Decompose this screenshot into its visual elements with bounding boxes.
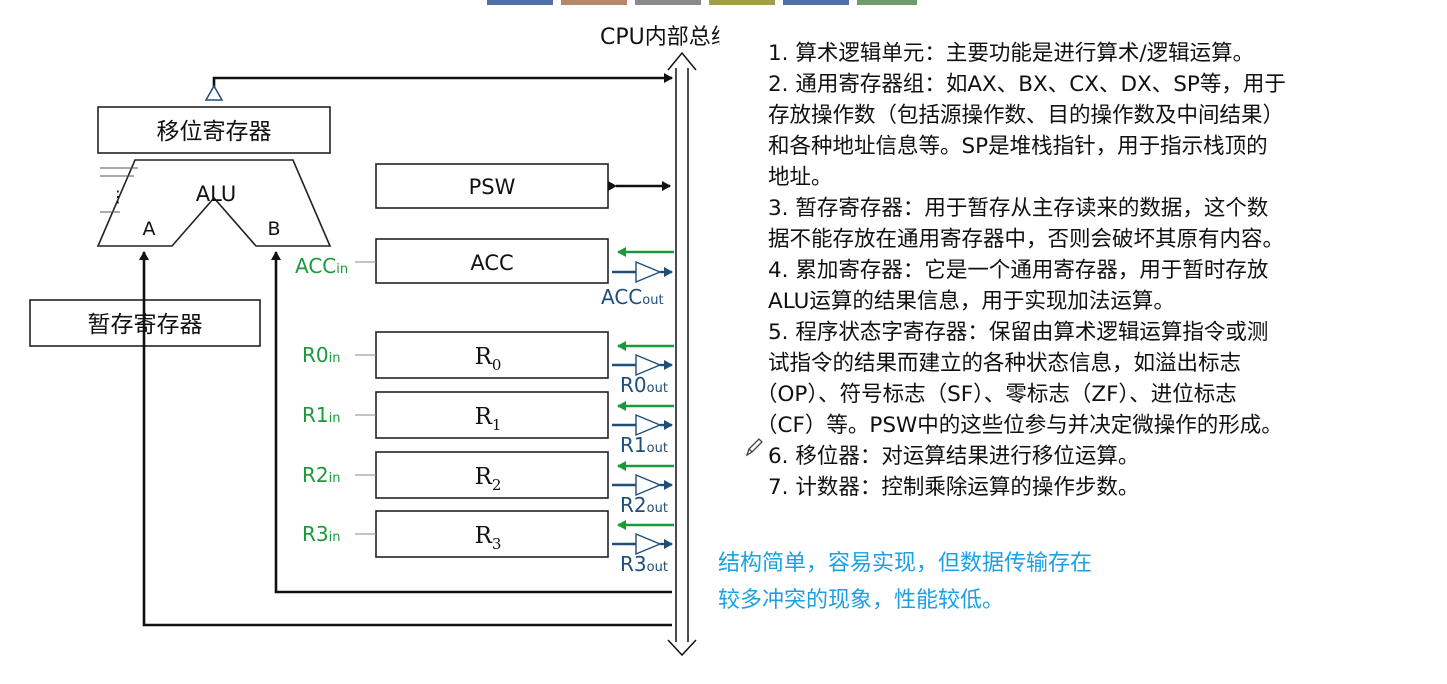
description-line: （CF）等。PSW中的这些位参与并决定微操作的形成。 xyxy=(756,413,1283,438)
register-r0-out-buffer xyxy=(612,353,673,377)
bus-to-alu-a-wire xyxy=(139,251,672,627)
acc-label: ACC xyxy=(470,251,513,275)
register-r2-out-buffer xyxy=(612,473,673,497)
register-r3-block xyxy=(375,510,609,558)
alu-port-b: B xyxy=(267,218,280,240)
bus-to-alu-b-wire xyxy=(271,251,672,594)
register-r0-in-label: R0in xyxy=(302,343,340,367)
register-r2-label: R2 xyxy=(475,464,502,494)
register-r0-block xyxy=(375,331,609,379)
register-r1-out-buffer xyxy=(612,413,673,437)
psw-label: PSW xyxy=(469,175,516,199)
description-line: 存放操作数（包括源操作数、目的操作数及中间结果） xyxy=(768,103,1285,128)
description-line: 地址。 xyxy=(768,165,833,190)
register-r3-out-label: R3out xyxy=(620,552,668,576)
description-line: 3. 暂存寄存器：用于暂存从主存读来的数据，这个数 xyxy=(768,196,1269,221)
register-r2-block xyxy=(375,451,609,499)
register-r1-out-label: R1out xyxy=(620,433,668,457)
register-r3-in-label: R3in xyxy=(302,522,340,546)
pencil-icon xyxy=(745,438,763,457)
register-r3-label: R3 xyxy=(475,523,502,553)
register-r2-out-label: R2out xyxy=(620,493,668,517)
acc-in-label: ACCin xyxy=(295,254,348,278)
shift-to-bus-wire xyxy=(212,73,673,100)
summary-line-2: 较多冲突的现象，性能较低。 xyxy=(718,588,1005,613)
register-r1-block xyxy=(375,391,609,439)
shift-register-label: 移位寄存器 xyxy=(157,119,272,145)
cpu-bus-diagram: CPU内部总线 移位寄存器 ALU A B ⋮ 暂存寄存器 PSW ACC AC… xyxy=(29,25,720,657)
general-register-group: R0R0inR0outR1R1inR1outR2R2inR2outR3R3inR… xyxy=(302,331,674,576)
cpu-internal-bus xyxy=(667,51,697,657)
description-line: ALU运算的结果信息，用于实现加法运算。 xyxy=(768,289,1175,314)
acc-out-label: ACCout xyxy=(601,285,664,309)
shift-out-arrowhead xyxy=(204,84,224,101)
alu-control-lines xyxy=(100,167,138,213)
acc-block xyxy=(375,238,609,284)
bus-label: CPU内部总线 xyxy=(600,25,720,50)
description-line: 7. 计数器：控制乘除运算的操作步数。 xyxy=(768,475,1140,500)
description-line: 1. 算术逻辑单元：主要功能是进行算术/逻辑运算。 xyxy=(768,41,1255,66)
alu-control-dots: ⋮ xyxy=(110,187,126,206)
description-line: （OP）、符号标志（SF）、零标志（ZF）、进位标志 xyxy=(756,382,1237,407)
description-line: 2. 通用寄存器组：如AX、BX、CX、DX、SP等，用于 xyxy=(768,72,1286,97)
acc-out-buffer xyxy=(612,260,673,284)
description-line: 4. 累加寄存器：它是一个通用寄存器，用于暂时存放 xyxy=(768,258,1269,283)
register-r2-in-label: R2in xyxy=(302,463,340,487)
shift-register-block xyxy=(97,106,331,154)
summary-text: 结构简单，容易实现，但数据传输存在 较多冲突的现象，性能较低。 xyxy=(718,545,1238,619)
register-r3-out-buffer xyxy=(612,532,673,556)
alu-port-a: A xyxy=(143,218,156,240)
description-list: 1. 算术逻辑单元：主要功能是进行算术/逻辑运算。 2. 通用寄存器组：如AX、B… xyxy=(756,38,1447,503)
register-r1-label: R1 xyxy=(475,404,502,434)
description-line: 试指令的结果而建立的各种状态信息，如溢出标志 xyxy=(768,351,1242,376)
register-r0-out-label: R0out xyxy=(620,373,668,397)
register-r1-in-label: R1in xyxy=(302,403,340,427)
description-line: 5. 程序状态字寄存器：保留由算术逻辑运算指令或测 xyxy=(768,320,1269,345)
register-r0-label: R0 xyxy=(475,344,502,374)
description-line: 6. 移位器：对运算结果进行移位运算。 xyxy=(768,444,1140,469)
top-tab-bars xyxy=(487,0,917,5)
description-line: 据不能存放在通用寄存器中，否则会破坏其原有内容。 xyxy=(768,227,1285,252)
description-line: 和各种地址信息等。SP是堆栈指针，用于指示栈顶的 xyxy=(768,134,1268,159)
alu-label: ALU xyxy=(196,182,236,206)
alu-block xyxy=(96,159,332,247)
summary-line-1: 结构简单，容易实现，但数据传输存在 xyxy=(718,551,1093,576)
psw-block xyxy=(375,163,609,209)
